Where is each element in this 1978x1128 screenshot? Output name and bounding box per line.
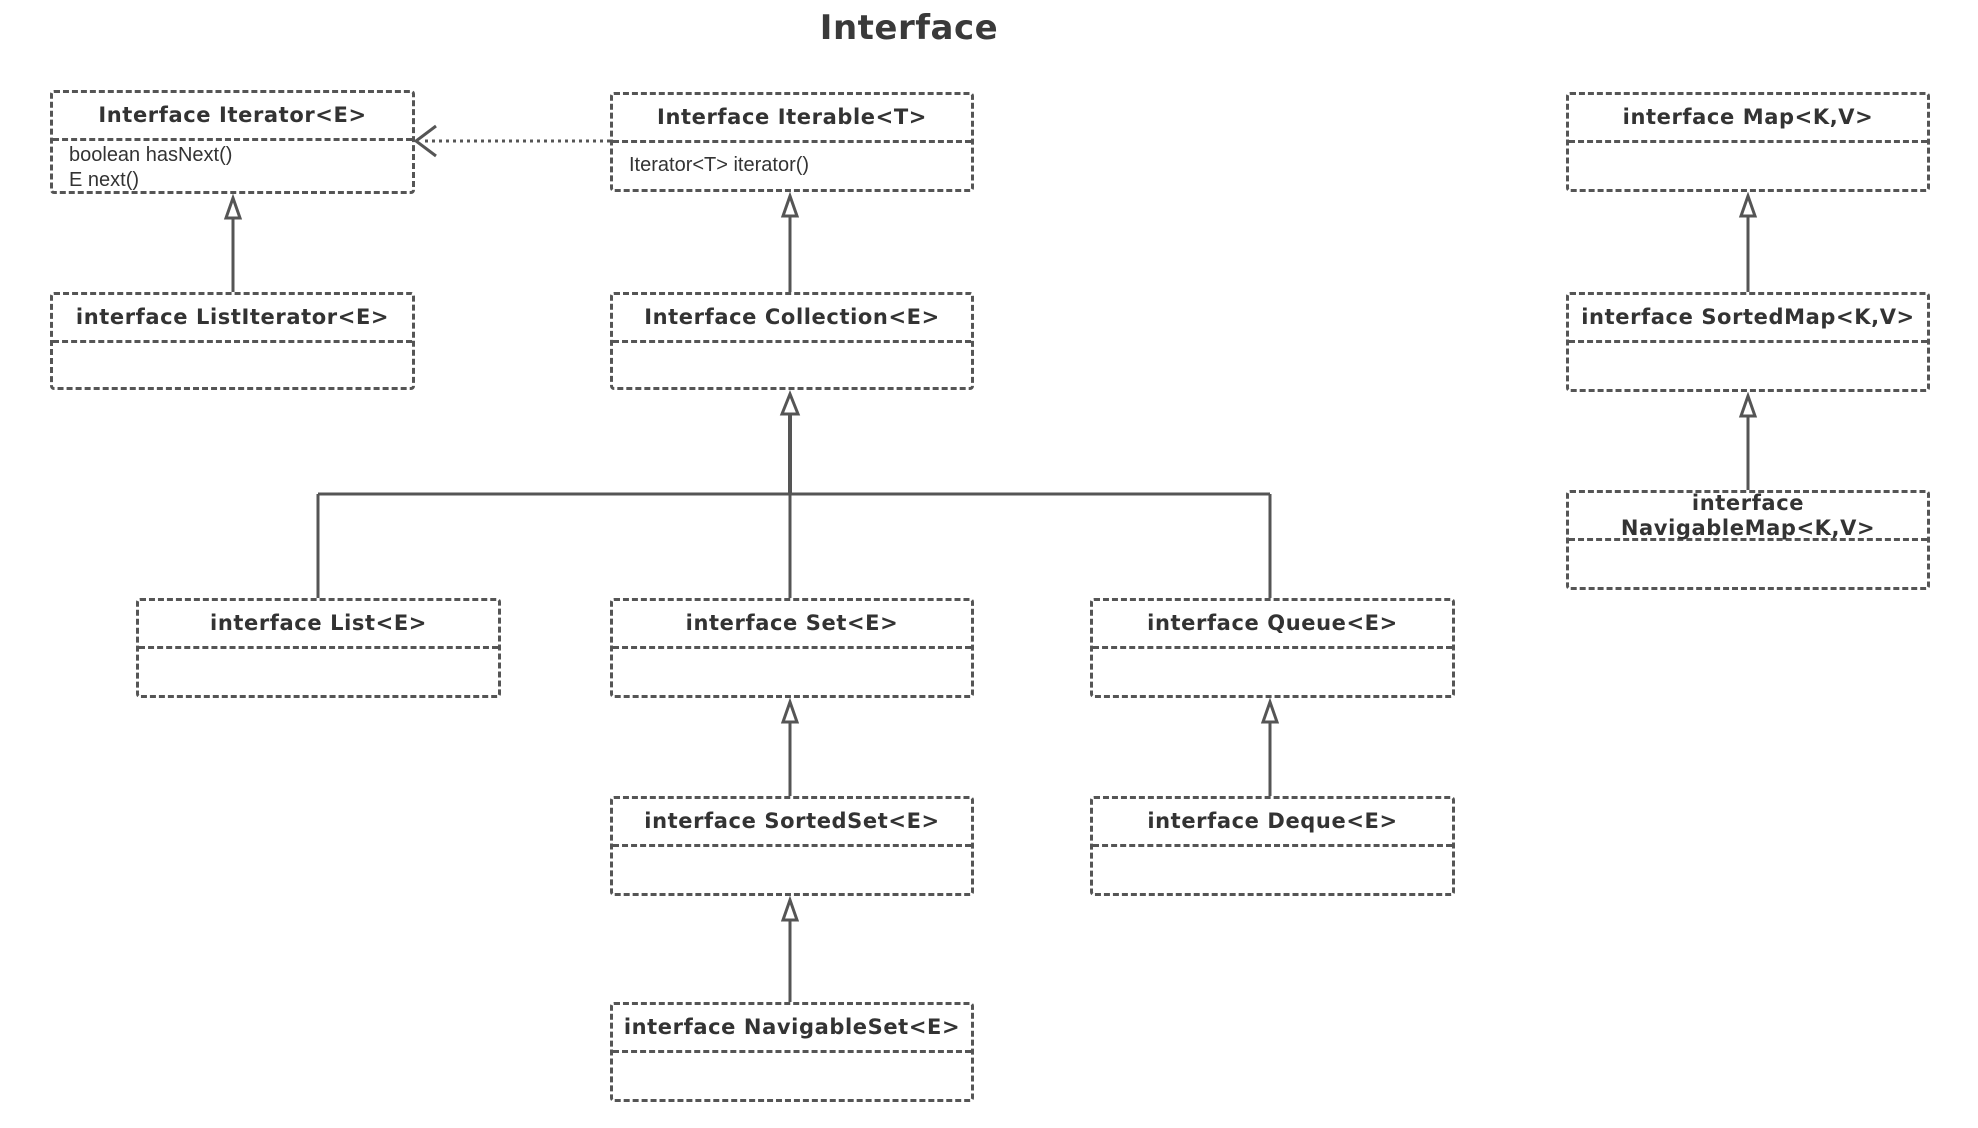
class-box-listiterator: interface ListIterator<E> [50,292,415,390]
class-box-navigablemap: interface NavigableMap<K,V> [1566,490,1930,590]
class-name: interface Map<K,V> [1569,95,1927,143]
class-box-set: interface Set<E> [610,598,974,698]
dependency-arrowhead [413,124,437,158]
class-name: Interface Iterable<T> [613,95,971,143]
class-box-collection: Interface Collection<E> [610,292,974,390]
class-name: interface NavigableSet<E> [613,1005,971,1053]
class-box-map: interface Map<K,V> [1566,92,1930,192]
arrowhead-sortedmap [1738,391,1758,418]
class-box-navigableset: interface NavigableSet<E> [610,1002,974,1102]
diagram-title: Interface [819,8,999,48]
arrowhead-queue [1260,697,1280,724]
class-box-list: interface List<E> [136,598,501,698]
class-members: Iterator<T> iterator() [613,143,971,178]
class-members: boolean hasNext() E next() [53,141,412,193]
arrowhead-iterator [223,193,243,220]
class-name: interface Deque<E> [1093,799,1452,847]
class-name: Interface Collection<E> [613,295,971,343]
class-name: interface Queue<E> [1093,601,1452,649]
class-name: interface List<E> [139,601,498,649]
arrowhead-set [780,697,800,724]
class-box-queue: interface Queue<E> [1090,598,1455,698]
arrowhead-sortedset [780,895,800,922]
class-box-sortedset: interface SortedSet<E> [610,796,974,896]
class-box-sortedmap: interface SortedMap<K,V> [1566,292,1930,392]
class-box-deque: interface Deque<E> [1090,796,1455,896]
member: Iterator<T> iterator() [629,154,810,176]
class-name: interface SortedMap<K,V> [1569,295,1927,343]
arrowhead-collection [779,389,801,416]
class-box-iterator: Interface Iterator<E> boolean hasNext() … [50,90,415,194]
arrowhead-iterable [780,191,800,218]
class-name: Interface Iterator<E> [53,93,412,141]
member: E next() [69,169,140,191]
class-name: interface SortedSet<E> [613,799,971,847]
class-name: interface Set<E> [613,601,971,649]
class-name: interface NavigableMap<K,V> [1569,491,1927,541]
arrowhead-map [1738,191,1758,218]
class-name: interface ListIterator<E> [53,295,412,343]
member: boolean hasNext() [69,144,233,166]
class-box-iterable: Interface Iterable<T> Iterator<T> iterat… [610,92,974,192]
